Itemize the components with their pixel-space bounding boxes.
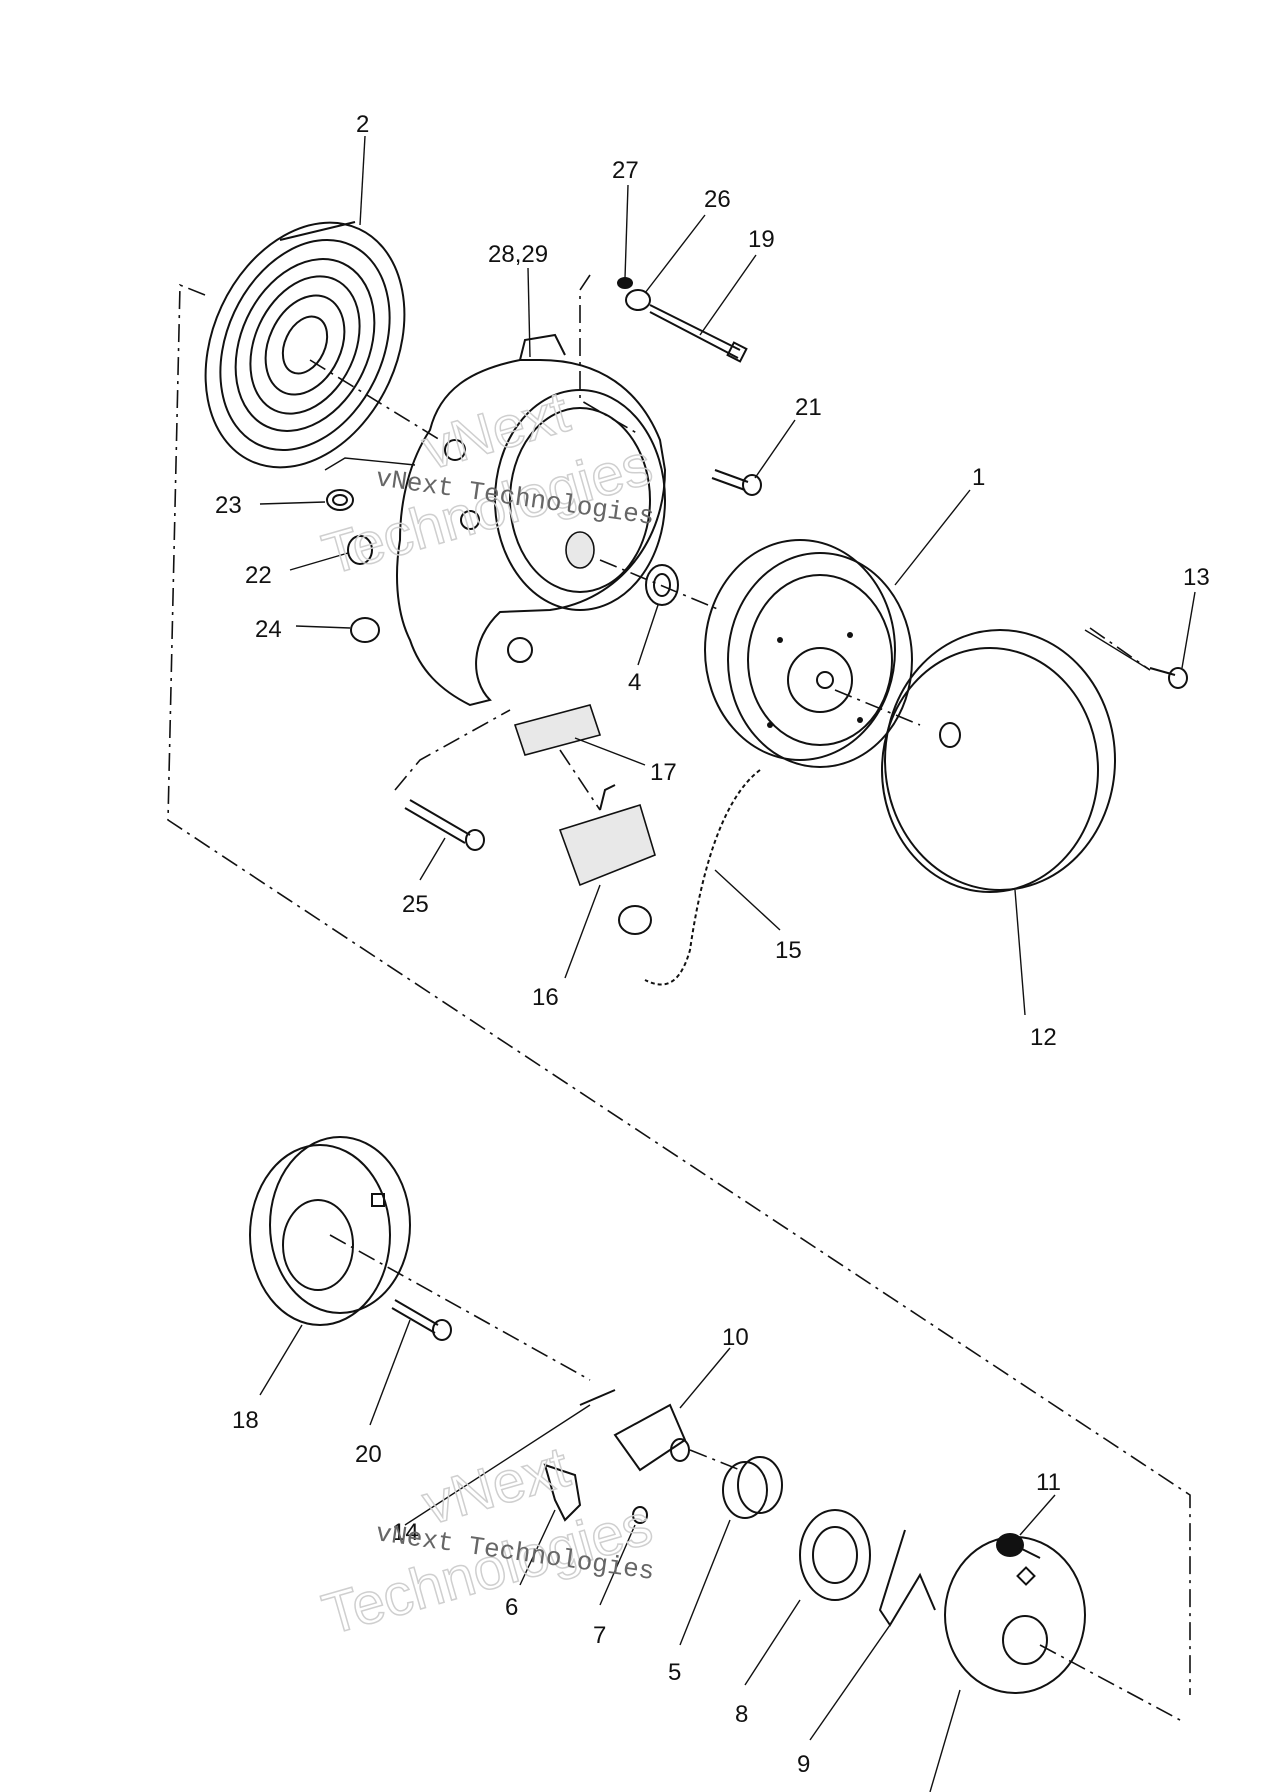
rope-guide [513,704,602,811]
callout-7: 7 [593,1622,606,1649]
callout-20: 20 [355,1441,382,1468]
spring-9 [878,1529,936,1627]
recoil-spring [204,221,441,469]
callout-6: 6 [505,1594,518,1621]
starter-rope [644,769,761,986]
bottom-plate [944,1536,1181,1721]
callout-12: 12 [1030,1024,1057,1051]
callout-13: 13 [1183,564,1210,591]
assembly-outline [167,283,1191,1695]
callout-27: 27 [612,157,639,184]
callout-5: 5 [668,1659,681,1686]
callout-16: 16 [532,984,559,1011]
callout-8: 8 [735,1701,748,1728]
starter-housing [396,333,721,707]
callout-28-29: 28,29 [488,241,548,268]
callout-1: 1 [972,464,985,491]
callout-24: 24 [255,616,282,643]
pulley [704,539,921,768]
callout-9: 9 [797,1751,810,1778]
callout-11: 11 [1036,1469,1061,1496]
callout-10: 10 [722,1324,749,1351]
bolt-assembly-top [579,274,748,436]
washer-8 [799,1509,871,1601]
callout-26: 26 [704,186,731,213]
seal-4 [645,564,679,606]
callout-25: 25 [402,891,429,918]
screw-13 [1084,629,1188,689]
bolt-25 [394,709,511,851]
callout-2: 2 [356,111,369,138]
callout-19: 19 [748,226,775,253]
watermark-top: vNext Technologies vNext Technologies [315,378,660,588]
callout-18: 18 [232,1407,259,1434]
ratchet-drum [249,1136,591,1381]
leader-lines [259,135,1196,1792]
callout-22: 22 [245,562,272,589]
callout-17: 17 [650,759,677,786]
bolt-20 [391,1299,452,1341]
bushing-5 [722,1456,783,1519]
bolt-21 [711,469,762,496]
starter-handle [558,784,656,935]
callout-4: 4 [628,669,641,696]
callout-labels: 2 27 26 19 28,29 21 1 13 23 22 24 4 17 2… [215,111,1210,1778]
callout-23: 23 [215,492,242,519]
callout-21: 21 [795,394,822,421]
small-parts-left [324,457,416,643]
starter-cover [881,629,1116,893]
callout-15: 15 [775,937,802,964]
callout-14: 14 [392,1519,419,1546]
